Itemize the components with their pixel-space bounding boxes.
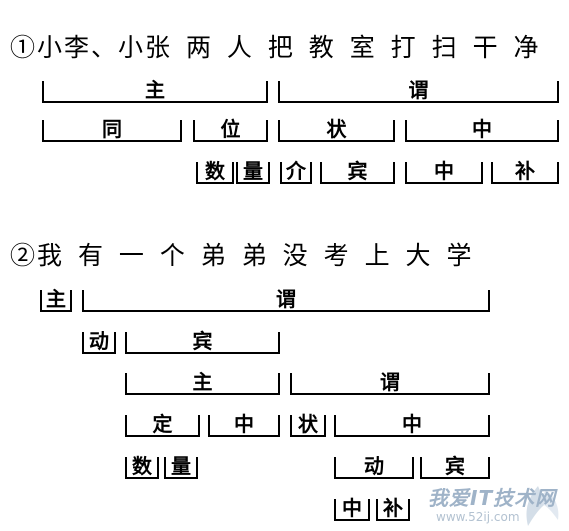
ex1-appositive-2: 位: [193, 119, 268, 142]
ex2-complement: 补: [376, 498, 410, 521]
ex1-predicate: 谓: [278, 80, 559, 103]
ex2-verb-2: 动: [334, 456, 414, 479]
ex2-attributive: 定: [125, 414, 200, 437]
ex2-subject: 主: [40, 289, 72, 312]
ex2-numeral: 数: [125, 456, 159, 479]
sentence-1: ①小李、小张 两 人 把 教 室 打 扫 干 净: [10, 33, 541, 62]
wing-logo-icon: [526, 486, 559, 526]
ex1-appositive-1: 同: [42, 119, 182, 142]
ex2-inner-predicate: 谓: [290, 372, 490, 395]
sentence-2: ②我 有 一 个 弟 弟 没 考 上 大 学: [10, 241, 474, 270]
ex1-complement: 补: [491, 161, 559, 184]
ex1-subject: 主: [42, 80, 268, 103]
ex2-object: 宾: [125, 331, 280, 354]
watermark-url: www.52ij.com: [436, 510, 520, 524]
ex2-measure: 量: [164, 456, 198, 479]
ex2-predicate: 谓: [82, 289, 490, 312]
ex1-adverbial: 状: [278, 119, 395, 142]
watermark-text: 我爱IT技术网: [428, 486, 557, 510]
ex1-head-2: 中: [405, 161, 483, 184]
ex1-head: 中: [405, 119, 559, 142]
ex1-preposition: 介: [280, 161, 312, 184]
ex2-head-3: 中: [334, 498, 370, 521]
ex1-numeral: 数: [196, 161, 234, 184]
ex2-verb: 动: [82, 331, 116, 354]
ex1-measure: 量: [236, 161, 270, 184]
watermark: 我爱IT技术网 www.52ij.com: [378, 476, 568, 531]
ex2-inner-subject: 主: [125, 372, 280, 395]
ex2-object-2: 宾: [420, 456, 490, 479]
ex1-object: 宾: [320, 161, 395, 184]
ex2-adverbial: 状: [290, 414, 326, 437]
ex2-head-2: 中: [334, 414, 490, 437]
ex2-head: 中: [208, 414, 280, 437]
